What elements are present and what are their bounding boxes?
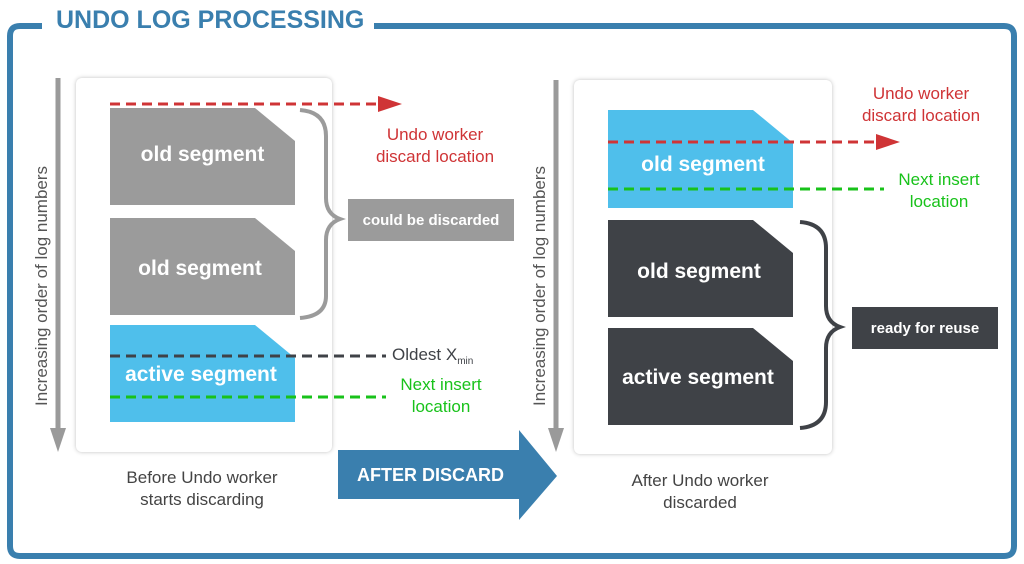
before-discard-line2: discard location: [375, 147, 495, 166]
axis-arrow-right: [548, 80, 564, 452]
after-caption-line2: discarded: [663, 493, 737, 512]
oldest-xmin-sub: min: [457, 356, 474, 367]
after-discard-location-label: Undo worker discard location: [846, 83, 996, 127]
could-be-discarded-tag: could be discarded: [348, 199, 514, 241]
after-caption: After Undo worker discarded: [600, 470, 800, 514]
before-discard-arrowhead: [378, 96, 402, 112]
after-next-insert-label: Next insert location: [884, 169, 994, 213]
after-segment-label-3: active segment: [622, 366, 774, 389]
outer-frame: [7, 23, 1017, 559]
before-caption-line1: Before Undo worker: [126, 468, 278, 487]
before-caption-line2: starts discarding: [140, 490, 264, 509]
after-brace: [799, 220, 846, 430]
before-next-insert-line1: Next insert: [400, 375, 482, 394]
after-segment-label-1: old segment: [641, 153, 765, 176]
after-discard-arrowhead: [876, 134, 900, 150]
before-brace: [299, 108, 346, 320]
after-old-segment-reusable: [608, 220, 793, 317]
oldest-xmin-label: Oldest Xmin: [392, 344, 473, 373]
after-old-segment-active: [608, 110, 793, 208]
before-discard-location-label: Undo worker discard location: [360, 124, 510, 168]
before-old-segment-1: [110, 108, 295, 205]
before-caption: Before Undo worker starts discarding: [102, 467, 302, 511]
after-discard-line2: discard location: [861, 106, 981, 125]
before-old-segment-2: [110, 218, 295, 315]
before-segment-label-3: active segment: [125, 363, 277, 386]
before-next-insert-label: Next insert location: [386, 374, 496, 418]
after-next-insert-line2: location: [909, 192, 969, 211]
axis-label-left: Increasing order of log numbers: [32, 165, 51, 406]
after-caption-line1: After Undo worker: [631, 471, 769, 490]
after-discard-label: AFTER DISCARD: [357, 465, 504, 485]
before-segment-label-1: old segment: [140, 143, 265, 166]
diagram-title: UNDO LOG PROCESSING: [46, 6, 375, 35]
after-active-segment-reusable: [608, 328, 793, 425]
after-discard-line1: Undo worker: [872, 84, 970, 103]
axis-label-right: Increasing order of log numbers: [530, 165, 549, 406]
axis-arrow-left: [50, 78, 66, 452]
after-segment-label-2: old segment: [637, 260, 761, 283]
after-discard-arrow: [338, 430, 557, 520]
before-discard-line1: Undo worker: [386, 125, 484, 144]
before-active-segment: [110, 325, 295, 422]
ready-for-reuse-tag: ready for reuse: [852, 307, 998, 349]
before-next-insert-line2: location: [411, 397, 471, 416]
before-segment-label-2: old segment: [138, 257, 262, 280]
after-next-insert-line1: Next insert: [898, 170, 980, 189]
oldest-xmin-text: Oldest X: [392, 345, 458, 364]
